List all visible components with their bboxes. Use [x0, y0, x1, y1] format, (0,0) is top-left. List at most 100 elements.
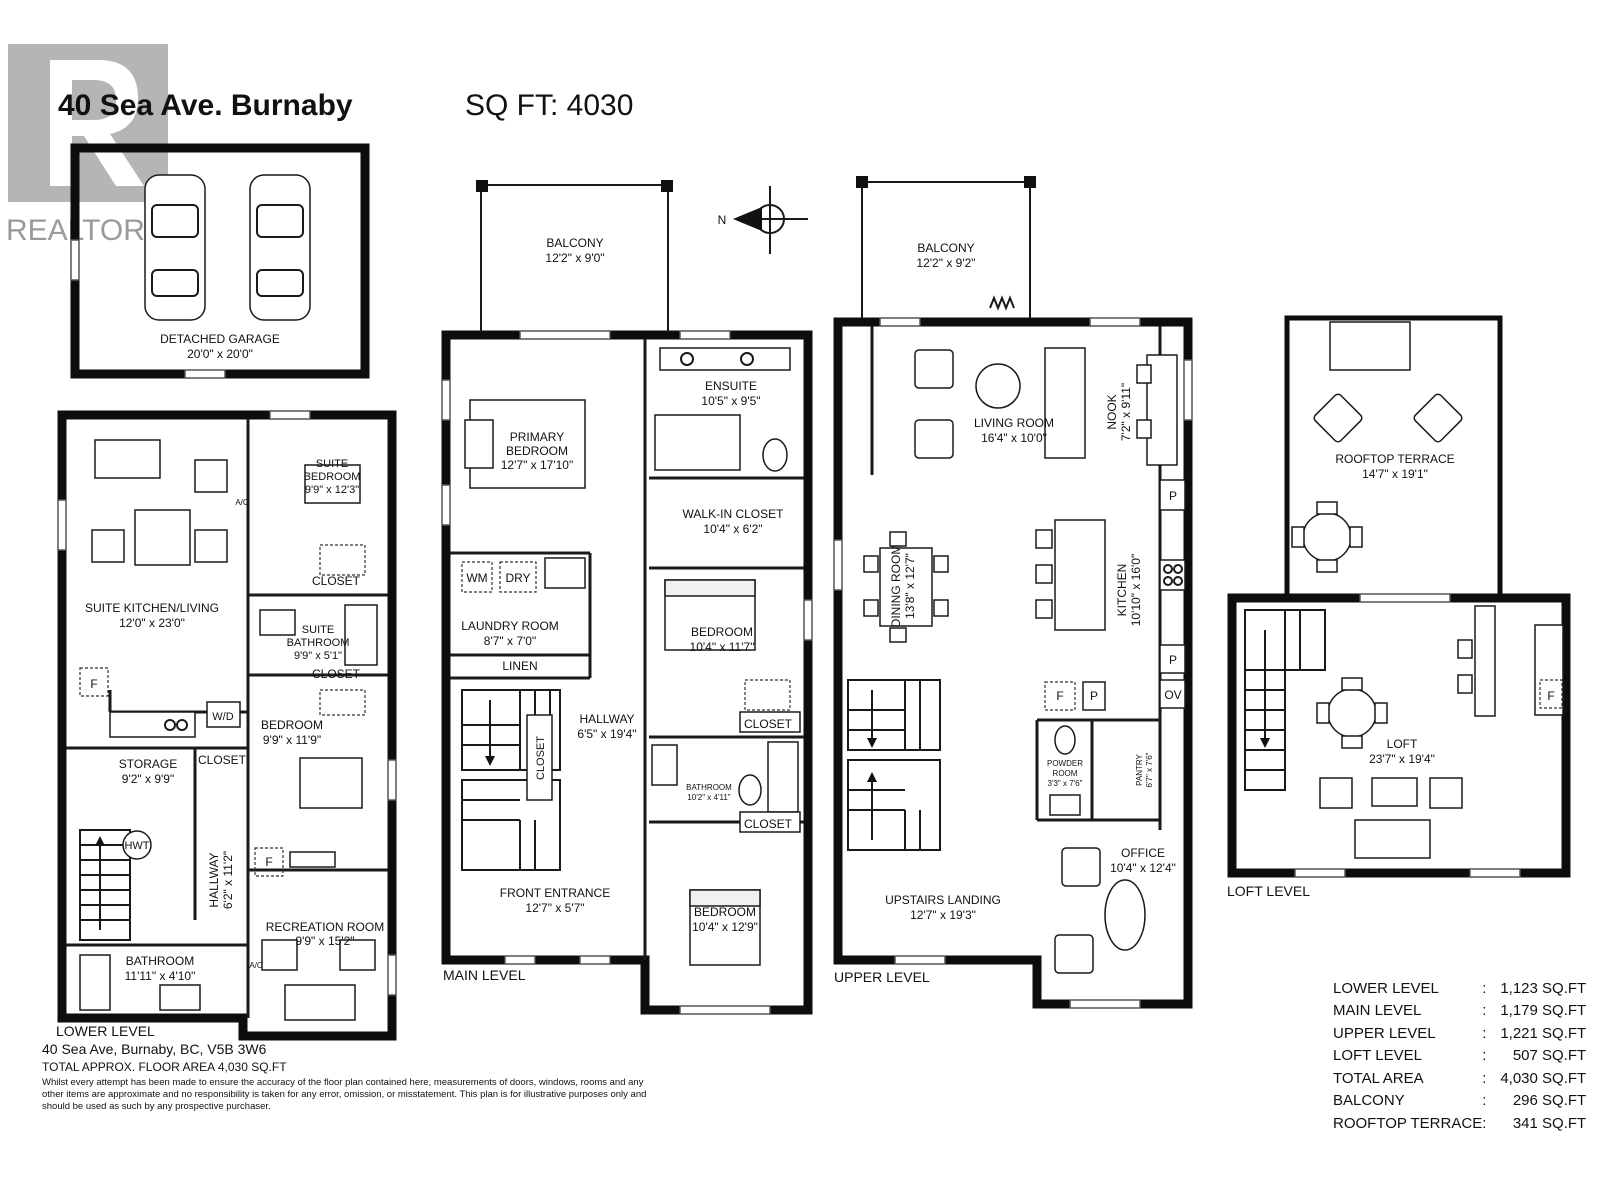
loft-dining-table	[1327, 688, 1377, 738]
storage-name: STORAGE	[119, 757, 177, 771]
pantry-3-label: P	[1090, 689, 1098, 703]
main-hallway-size: 6'5" x 19'4"	[577, 727, 636, 741]
upstairs-landing-name: UPSTAIRS LANDING	[885, 893, 1001, 907]
area-name: MAIN LEVEL	[1333, 1002, 1422, 1020]
area-name: LOFT LEVEL	[1333, 1047, 1422, 1065]
walkin-closet-size: 10'4" x 6'2"	[703, 522, 762, 536]
area-row: BALCONY:296 SQ.FT	[1333, 1090, 1586, 1113]
recreation-size: 9'9" x 15'2"	[295, 934, 354, 948]
hwt-tank	[122, 830, 152, 860]
suite-bed	[304, 464, 361, 504]
total-sqft-title: SQ FT: 4030	[465, 89, 633, 122]
office-chair-1	[1061, 847, 1101, 887]
area-row: LOWER LEVEL:1,123 SQ.FT	[1333, 977, 1586, 1000]
laundry-size: 8'7" x 7'0"	[484, 634, 536, 648]
pantry-1-label: P	[1169, 489, 1177, 503]
main-stairs	[461, 689, 561, 871]
loft-size: 23'7" x 19'4"	[1369, 752, 1435, 766]
suite-bathtub	[344, 604, 378, 666]
storage-closet-label: CLOSET	[198, 753, 247, 767]
area-row: LOFT LEVEL:507 SQ.FT	[1333, 1045, 1586, 1068]
ensuite-toilet	[762, 438, 788, 472]
suite-chair	[194, 459, 228, 493]
area-value: 1,179 SQ.FT	[1500, 1002, 1587, 1020]
garage-name: DETACHED GARAGE	[160, 332, 280, 346]
upper-balcony-size: 12'2" x 9'2"	[916, 256, 975, 270]
car-2	[249, 174, 311, 321]
office-desk	[1104, 879, 1146, 951]
lower-level-plan: SUITE BEDROOM 9'9" x 12'3" CLOSET SUITE …	[56, 410, 397, 1041]
garage-size: 20'0" x 20'0"	[187, 347, 253, 361]
loft-fridge-label: F	[1547, 689, 1554, 703]
suite-bathroom-name: SUITE	[302, 624, 334, 636]
main-closet-2-label: CLOSET	[744, 817, 793, 831]
pantry-cabinet-1	[1159, 479, 1186, 511]
wd-unit	[206, 701, 241, 728]
main-bathroom-size: 10'2" x 4'11"	[687, 793, 730, 802]
lower-closet-label: CLOSET	[312, 667, 361, 681]
dining-room-name: DINING ROOM	[889, 545, 903, 628]
main-bathroom-name: BATHROOM	[686, 783, 732, 792]
area-colon: :	[1482, 1114, 1487, 1132]
rooftop-chair-2	[1413, 393, 1463, 443]
loft-level-label: LOFT LEVEL	[1227, 883, 1310, 899]
laundry-sink	[544, 557, 586, 589]
lower-level-label: LOWER LEVEL	[56, 1023, 155, 1039]
suite-bedroom-size: 9'9" x 12'3"	[305, 484, 359, 496]
area-colon: :	[1482, 979, 1487, 997]
recreation-name: RECREATION ROOM	[266, 920, 384, 934]
lower-bedroom-size: 9'9" x 11'9"	[263, 733, 321, 747]
area-name: TOTAL AREA	[1333, 1069, 1424, 1087]
rec-ac-label: A/C	[249, 961, 263, 970]
loft-level-plan: ROOFTOP TERRACE 14'7" x 19'1" F	[1227, 315, 1571, 899]
kitchen-size: 10'10" x 16'0"	[1129, 554, 1143, 627]
pantry-2-label: P	[1169, 653, 1177, 667]
lower-bed	[299, 757, 363, 809]
front-entrance-name: FRONT ENTRANCE	[500, 886, 610, 900]
suite-bathroom-name-2: BATHROOM	[287, 637, 350, 649]
loft-name: LOFT	[1387, 737, 1418, 751]
upstairs-landing-size: 12'7" x 19'3"	[910, 908, 976, 922]
main-balcony-rails	[480, 184, 669, 332]
rooftop-sofa	[1329, 321, 1411, 371]
footer-disclaimer: Whilst every attempt has been made to en…	[42, 1077, 647, 1112]
area-name: BALCONY	[1333, 1092, 1405, 1110]
footer-total-area: TOTAL APPROX. FLOOR AREA 4,030 SQ.FT	[42, 1060, 287, 1074]
area-name: UPPER LEVEL	[1333, 1024, 1436, 1042]
main-bedroom-1-size: 10'4" x 11'7"	[690, 640, 755, 654]
living-armchair-2	[914, 419, 954, 459]
rooftop-terrace-size: 14'7" x 19'1"	[1362, 467, 1428, 481]
suite-sink	[259, 609, 296, 636]
area-row: UPPER LEVEL:1,221 SQ.FT	[1333, 1022, 1586, 1045]
kitchen-name: KITCHEN	[1115, 564, 1129, 617]
rec-sofa	[284, 984, 356, 1021]
main-balcony-name: BALCONY	[546, 236, 603, 250]
living-armchair-1	[914, 349, 954, 389]
suite-kitchen-name: SUITE KITCHEN/LIVING	[85, 601, 219, 615]
suite-kitchen-size: 12'0" x 23'0"	[119, 616, 185, 630]
linen-label: LINEN	[502, 659, 537, 673]
loft-chair-1	[1319, 777, 1353, 809]
loft-bar	[1474, 605, 1496, 717]
ensuite-size: 10'5" x 9'5"	[701, 394, 760, 408]
suite-coffee-table	[134, 509, 191, 566]
upper-level-plan: BALCONY 12'2" x 9'2"	[833, 176, 1193, 1009]
primary-bedroom-name-2: BEDROOM	[506, 444, 568, 458]
area-value: 1,221 SQ.FT	[1500, 1024, 1587, 1042]
lower-stairs	[79, 829, 131, 941]
area-colon: :	[1482, 1002, 1487, 1020]
car-1	[144, 174, 206, 321]
main-hallway-name: HALLWAY	[579, 712, 634, 726]
nook-size: 7'2" x 9'11"	[1119, 383, 1133, 441]
detached-garage: DETACHED GARAGE 20'0" x 20'0"	[70, 143, 370, 379]
lower-bathroom-size: 11'11" x 4'10"	[125, 969, 196, 983]
suite-fridge	[79, 667, 109, 697]
footer-address: 40 Sea Ave, Burnaby, BC, V5B 3W6	[42, 1041, 267, 1057]
walkin-closet-name: WALK-IN CLOSET	[683, 507, 785, 521]
loft-sofa	[1354, 819, 1431, 859]
area-value: 507 SQ.FT	[1512, 1047, 1587, 1065]
primary-bedroom-name: PRIMARY	[510, 430, 564, 444]
upper-stairs	[847, 679, 941, 851]
suite-bedroom-name: SUITE	[316, 458, 348, 470]
